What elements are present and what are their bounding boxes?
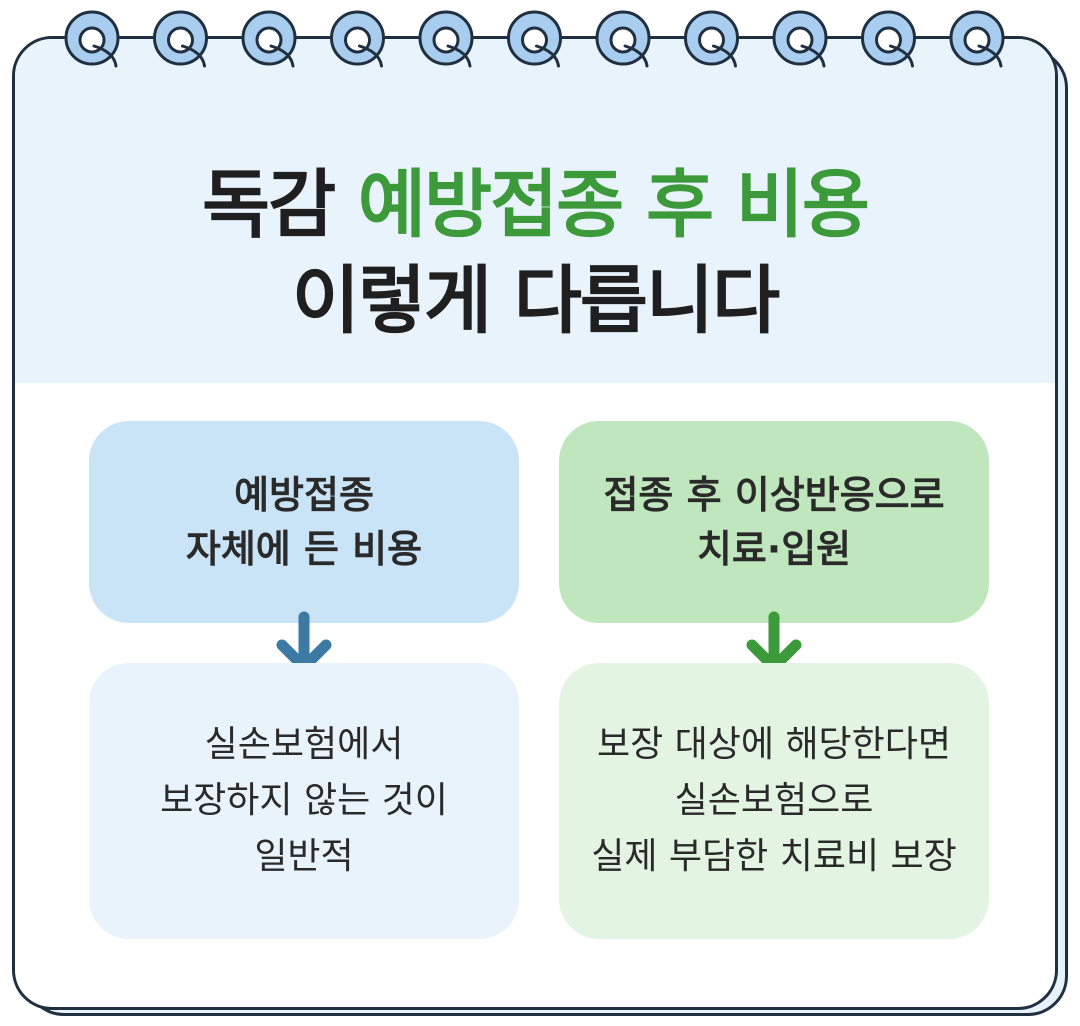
title-accent: 예방접종 후 비용 [357, 162, 870, 248]
binder-ring-icon [418, 10, 474, 68]
binder-rings [64, 10, 1005, 68]
binder-ring-icon [772, 10, 828, 68]
binder-ring-icon [684, 10, 739, 68]
right-top-line: 치료·입원 [696, 527, 852, 571]
binder-ring-icon [861, 10, 916, 68]
left-bottom-line: 실손보험에서 [204, 724, 404, 765]
binder-ring-icon [949, 10, 1005, 68]
right-top-line: 접종 후 이상반응으로 [603, 473, 945, 517]
right-bottom-line: 보장 대상에 해당한다면 [596, 724, 952, 765]
binder-ring-icon [507, 10, 562, 68]
title-line-1: 독감 예방접종 후 비용 [15, 157, 1055, 253]
header-band [15, 39, 1055, 383]
left-top-box: 예방접종 자체에 든 비용 [89, 421, 519, 623]
left-bottom-box: 실손보험에서 보장하지 않는 것이 일반적 [89, 663, 519, 939]
title-line-2: 이렇게 다릅니다 [291, 258, 780, 344]
right-top-box: 접종 후 이상반응으로 치료·입원 [559, 421, 989, 623]
right-bottom-line: 실손보험으로 [674, 780, 874, 821]
right-bottom-line: 실제 부담한 치료비 보장 [591, 836, 957, 877]
right-bottom-box: 보장 대상에 해당한다면 실손보험으로 실제 부담한 치료비 보장 [559, 663, 989, 939]
left-top-line: 예방접종 [234, 473, 374, 517]
notepad-card: 독감 예방접종 후 비용 이렇게 다릅니다 예방접종 자체에 든 비용 실손보험… [12, 36, 1058, 1010]
binder-ring-icon [595, 10, 651, 68]
page-title: 독감 예방접종 후 비용 이렇게 다릅니다 [15, 157, 1055, 349]
binder-ring-icon [241, 10, 297, 68]
binder-ring-icon [330, 10, 385, 68]
title-plain: 독감 [201, 162, 336, 248]
left-bottom-line: 일반적 [254, 836, 354, 877]
binder-ring-icon [153, 10, 208, 68]
left-bottom-line: 보장하지 않는 것이 [160, 780, 448, 821]
binder-ring-icon [64, 10, 120, 68]
left-top-line: 자체에 든 비용 [185, 527, 423, 571]
